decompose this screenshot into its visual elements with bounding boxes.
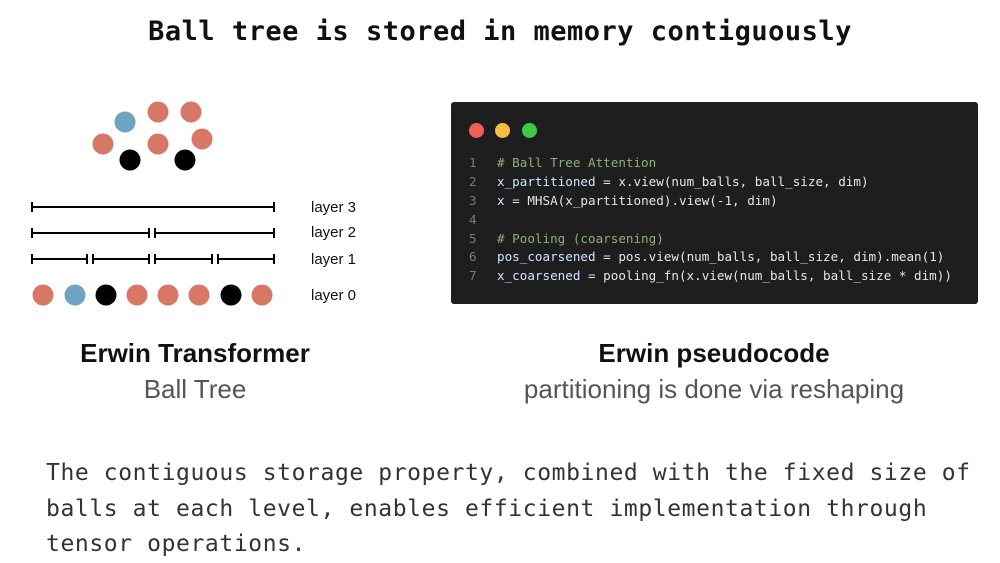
cloud-point (191, 128, 213, 150)
line-number: 2 (469, 173, 477, 189)
line-number: 7 (469, 268, 477, 284)
minimize-dot (495, 123, 510, 138)
code-expression: = MHSA(x_partitioned).view(-1, dim) (504, 192, 778, 208)
code-line: 1 # Ball Tree Attention (469, 154, 952, 173)
code-line: 7 x_coarsened = pooling_fn(x.view(num_bal… (469, 267, 952, 286)
cloud-point (147, 101, 169, 123)
close-dot (469, 123, 484, 138)
page-title: Ball tree is stored in memory contiguous… (148, 16, 852, 47)
ball-segment (154, 228, 275, 238)
layer-1-label: layer 1 (311, 251, 356, 268)
leaf-point (64, 284, 86, 306)
leaf-point (126, 284, 148, 306)
leaf-point (188, 284, 210, 306)
layer-3-label: layer 3 (311, 199, 356, 216)
cloud-point (180, 101, 202, 123)
ball-segment (31, 254, 88, 264)
cloud-point (114, 111, 136, 133)
left-caption-subtitle: Ball Tree (143, 374, 247, 404)
leaf-point (157, 284, 179, 306)
layer-0-label: layer 0 (311, 287, 356, 304)
leaf-point (95, 284, 117, 306)
cloud-point (119, 149, 141, 171)
line-number: 5 (469, 230, 477, 246)
ball-segment (31, 228, 150, 238)
cloud-point (92, 133, 114, 155)
code-line: 2 x_partitioned = x.view(num_balls, ball_… (469, 173, 952, 192)
code-line: 3 x = MHSA(x_partitioned).view(-1, dim) (469, 192, 952, 211)
layer-bars (31, 202, 275, 264)
code-comment: # Ball Tree Attention (497, 155, 657, 170)
right-caption-subtitle: partitioning is done via reshaping (523, 374, 905, 404)
line-number: 3 (469, 192, 477, 208)
code-comment: # Pooling (coarsening) (497, 230, 664, 246)
layer-2-label: layer 2 (311, 224, 356, 241)
ball-segment (92, 254, 150, 264)
code-variable: pos_coarsened (497, 249, 596, 265)
right-caption-title: Erwin pseudocode (598, 338, 830, 368)
code-line: 5 # Pooling (coarsening) (469, 230, 952, 249)
code-expression: = pooling_fn(x.view(num_balls, ball_size… (580, 268, 952, 284)
leaf-point (251, 284, 273, 306)
cloud-point (147, 133, 169, 155)
leaf-point (220, 284, 242, 306)
cloud-point (174, 149, 196, 171)
layer0-points (32, 284, 273, 306)
code-variable: x_partitioned (497, 173, 596, 189)
code-variable: x (497, 192, 505, 208)
ball-segment (31, 202, 275, 212)
line-number: 6 (469, 249, 477, 265)
code-expression: = x.view(num_balls, ball_size, dim) (595, 173, 869, 189)
footer-text: The contiguous storage property, combine… (46, 460, 971, 557)
left-caption-title: Erwin Transformer (80, 338, 310, 368)
ball-segment (154, 254, 213, 264)
code-expression: = pos.view(num_balls, ball_size, dim).me… (595, 249, 945, 265)
code-block: 1 # Ball Tree Attention 2 x_partitioned = x… (469, 154, 952, 286)
maximize-dot (522, 123, 537, 138)
code-window: 1 # Ball Tree Attention 2 x_partitioned = x… (451, 102, 978, 304)
point-cloud (92, 101, 213, 171)
leaf-point (32, 284, 54, 306)
code-line: 4 (469, 211, 952, 230)
line-number: 4 (469, 211, 477, 227)
code-line: 6 pos_coarsened = pos.view(num_balls, bal… (469, 248, 952, 267)
line-number: 1 (469, 155, 477, 170)
code-variable: x_coarsened (497, 268, 581, 284)
ball-segment (217, 254, 275, 264)
